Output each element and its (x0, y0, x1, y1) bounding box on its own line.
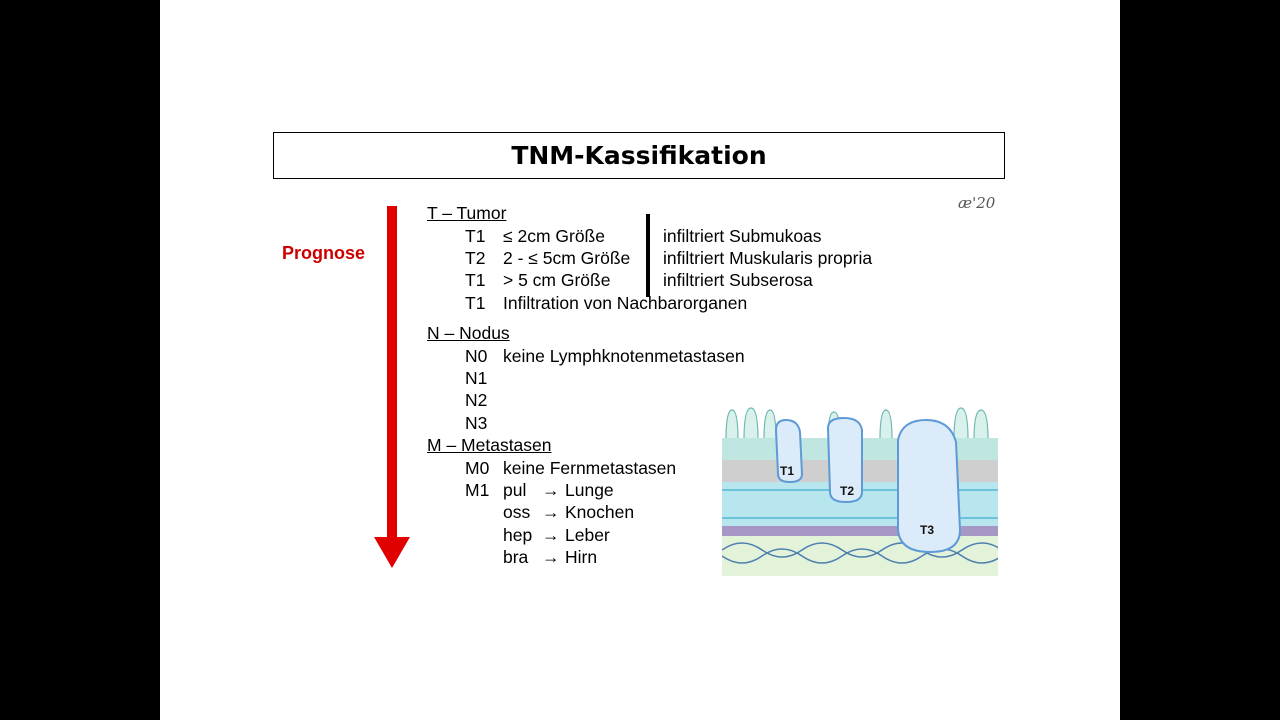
t3-label: T3 (920, 523, 934, 537)
m1-code: M1 (465, 480, 490, 500)
title-box: TNM-Kassifikation (273, 132, 1005, 179)
tumor-code: T1 (465, 226, 486, 246)
m1-target: Hirn (565, 547, 598, 567)
m1-abbr: bra (503, 547, 529, 567)
tumor-t2 (826, 416, 863, 504)
prognose-label: Prognose (282, 243, 366, 263)
m1-target: Leber (565, 525, 610, 545)
m1-abbr: hep (503, 525, 533, 545)
tumor-t1 (774, 418, 804, 484)
nodus-code: N2 (465, 390, 488, 410)
tumor-size: > 5 cm Größe (503, 270, 611, 290)
nodus-heading: N – Nodus (427, 323, 510, 343)
right-arrow-icon: → (542, 480, 560, 500)
slide: TNM-Kassifikation æ'20 Prognose T – Tumo… (160, 0, 1120, 720)
m1-abbr: oss (503, 502, 531, 522)
tumor-heading: T – Tumor (427, 203, 507, 223)
m0-code: M0 (465, 458, 490, 478)
tumor-infiltration: infiltriert Muskularis propria (663, 248, 873, 268)
m1-target: Knochen (565, 502, 635, 522)
tumor-size: 2 - ≤ 5cm Größe (503, 248, 631, 268)
tumor-size: ≤ 2cm Größe (503, 226, 605, 246)
tumor-t3 (897, 418, 962, 554)
author-signature: æ'20 (958, 194, 996, 212)
m1-abbr: pul (503, 480, 527, 500)
tumor-code: T1 (465, 270, 486, 290)
slide-title: TNM-Kassifikation (511, 141, 767, 170)
divider-bar (646, 214, 650, 297)
m1-target: Lunge (565, 480, 614, 500)
right-arrow-icon: → (542, 547, 560, 567)
t1-label: T1 (780, 464, 794, 478)
subserosa-layer (722, 526, 998, 536)
tumor-infiltration: infiltriert Submukoas (663, 226, 822, 246)
tumor-depth-illustration: T1 T2 T3 (722, 380, 998, 576)
tumor-size: Infiltration von Nachbarorganen (503, 293, 748, 313)
m0-text: keine Fernmetastasen (503, 458, 677, 478)
tumor-code: T2 (465, 248, 486, 268)
prognosis-arrow-shaft (387, 206, 397, 540)
nodus-code: N1 (465, 368, 488, 388)
t2-label: T2 (840, 484, 854, 498)
right-arrow-icon: → (542, 525, 560, 545)
nodus-text: keine Lymphknotenmetastasen (503, 346, 745, 366)
down-arrow-icon (374, 537, 410, 568)
nodus-code: N3 (465, 413, 488, 433)
nodus-code: N0 (465, 346, 488, 366)
tumor-infiltration: infiltriert Subserosa (663, 270, 813, 290)
right-arrow-icon: → (542, 502, 560, 522)
metastasen-heading: M – Metastasen (427, 435, 552, 455)
tumor-code: T1 (465, 293, 486, 313)
